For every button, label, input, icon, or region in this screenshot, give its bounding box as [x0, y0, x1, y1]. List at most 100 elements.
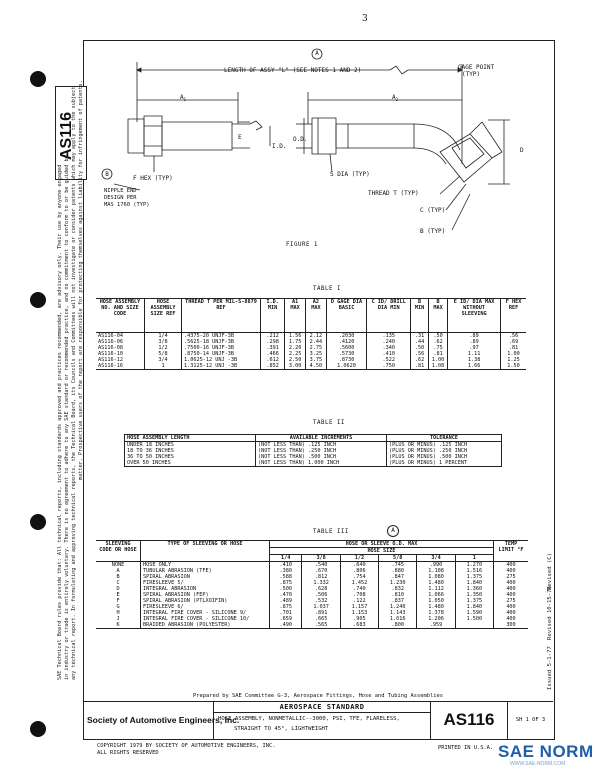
issued-date: Issued 5-1-77 — [547, 646, 553, 690]
t2-row: 18 TO 36 INCHES(NOT LESS THAN) .250 INCH… — [124, 448, 502, 454]
t2-h-length: HOSE ASSEMBLY LENGTH — [124, 434, 256, 442]
t2-h-tolerance: TOLERANCE — [429, 435, 459, 441]
t1-cell: .44 — [410, 339, 429, 345]
t3-cell: 1.840 — [455, 604, 495, 610]
t3-h-code: SLEEVING CODE OR HOSE — [96, 540, 141, 562]
t1-h-assy: HOSE ASSEMBLY NO. AND SIZE CODE — [96, 298, 145, 333]
side-notice-2: in industry or trade is entirely volunta… — [64, 155, 70, 680]
t1-cell: .466 — [260, 351, 286, 357]
a2-letter: A — [392, 94, 396, 101]
description-line-1: HOSE ASSEMBLY, NONMETALLIC--3000, PSI, T… — [218, 716, 400, 722]
brand-name: SAE NORM — [498, 742, 594, 761]
title-block-sheet: SH 1 OF 3 — [508, 702, 553, 739]
t3-cell: NONE — [96, 561, 141, 568]
t3-cell: 1.516 — [455, 568, 495, 574]
t3-cell: 275 — [506, 598, 516, 604]
t1-cell: .62 — [410, 357, 429, 363]
t1-cell: .852 — [260, 363, 286, 370]
t1-cell: 4.50 — [305, 363, 327, 370]
t3-cell: 1.500 — [455, 616, 495, 622]
t1-cell: 5/8 — [144, 351, 182, 357]
t1-h-thread: THREAD T PER MIL-S-8879 REF — [181, 298, 261, 333]
page-frame — [83, 40, 555, 740]
t2-cell: (NOT LESS THAN) .250 INCH — [255, 448, 387, 454]
t3-cell: .540 — [301, 561, 341, 568]
standard-label: AEROSPACE STANDARD — [214, 703, 430, 713]
t3-cell: FIRESLEEVE 5/ — [140, 580, 270, 586]
t3-cell: E — [96, 592, 141, 598]
t1-h-e: E ID/ DIA MAX WITHOUT SLEEVING — [447, 298, 502, 333]
t1-cell: 1.75 — [284, 339, 306, 345]
table3-caption: TABLE III — [313, 529, 349, 535]
f-hex-label: F HEX (TYP) — [133, 175, 173, 182]
t3-cell: INTEGRAL ABRASION — [140, 586, 270, 592]
t1-cell: .391 — [260, 345, 286, 351]
t1-cell: 1.66 — [447, 363, 502, 370]
t1-cell: .240 — [366, 339, 412, 345]
t3-cell: 400 — [506, 586, 516, 592]
t1-cell: .5600 — [326, 345, 368, 351]
t3-cell: .959 — [416, 622, 456, 629]
t1-cell: 1.3125-12 UNJ -3B — [181, 363, 261, 370]
t2-cell: (NOT LESS THAN) 1.000 INCH — [255, 460, 387, 467]
t1-h-id: I.D. MIN — [260, 298, 286, 333]
t3-cell: INTEGRAL FIRE COVER - SILICONE 9/ — [140, 610, 270, 616]
society-name: Society of Automotive Engineers, Inc. — [87, 715, 240, 725]
t1-cell: .81 — [410, 363, 429, 370]
revised-note: Revised (C) — [547, 552, 553, 590]
copyright-line-1: COPYRIGHT 1979 BY SOCIETY OF AUTOMOTIVE … — [97, 743, 276, 749]
d-label: D — [520, 147, 524, 154]
t1-cell: .5730 — [326, 351, 368, 357]
figure-caption: FIGURE 1 — [286, 242, 318, 248]
t3-cell: .800 — [378, 622, 418, 629]
t1-cell: .410 — [366, 351, 412, 357]
t2-h-increments: AVAILABLE INCREMENTS — [255, 434, 387, 442]
t3-h-size-1: 1/4 — [269, 554, 303, 562]
side-notice-4: matter. Prospective users of the report … — [78, 80, 84, 480]
t1-cell: .612 — [260, 357, 286, 363]
binder-hole-1 — [30, 71, 46, 87]
binder-hole-2 — [30, 292, 46, 308]
t2-row: UNDER 18 INCHES(NOT LESS THAN) .125 INCH… — [124, 441, 502, 448]
t3-cell: .810 — [378, 592, 418, 598]
t1-cell: 1.56 — [284, 332, 306, 339]
t1-cell: .135 — [366, 332, 412, 339]
t3-cell: 1.112 — [416, 586, 456, 592]
t3-cell: F — [96, 598, 141, 604]
t1-cell: 1 — [144, 363, 182, 370]
t3-cell: 400 — [506, 616, 516, 622]
t1-cell: 2.20 — [284, 345, 306, 351]
t3-cell: .506 — [301, 592, 341, 598]
t3-cell: 1.153 — [340, 610, 380, 616]
t3-cell: .122 — [340, 598, 380, 604]
side-notice-1: SAE Technical Board rules provide that: … — [57, 164, 63, 680]
t1-cell: 2.50 — [284, 357, 306, 363]
handwritten-mark: 3 — [362, 14, 368, 24]
revised-date: Revised 10-15-78 — [547, 586, 553, 640]
t3-cell — [455, 622, 495, 629]
t3-cell: 1.230 — [378, 580, 418, 586]
sheet-number: SH 1 OF 3 — [515, 717, 546, 723]
title-block: Society of Automotive Engineers, Inc. AE… — [83, 701, 553, 739]
t1-cell: .89 — [447, 332, 502, 339]
t1-h-bmin: B MIN — [410, 298, 429, 333]
t1-h-size: HOSE ASSEMBLY SIZE REF — [144, 298, 182, 333]
t3-cell: .990 — [416, 561, 456, 568]
t1-cell: 1.38 — [447, 357, 502, 363]
t2-cell: (PLUS OR MINUS) .250 INCH — [389, 448, 468, 454]
t3-cell: A — [96, 568, 141, 574]
t3-h-size-2: 3/8 — [301, 554, 341, 562]
side-notice-3: any technical report. In formulating and… — [71, 86, 77, 680]
t3-cell: .806 — [340, 568, 380, 574]
t3-cell: 1.206 — [416, 616, 456, 622]
t3-h-size-3: 1/2 — [340, 554, 380, 562]
callout-a-label: A — [315, 50, 319, 57]
document-id: AS116 — [443, 710, 495, 729]
t1-cell: AS116-04 — [96, 332, 145, 339]
